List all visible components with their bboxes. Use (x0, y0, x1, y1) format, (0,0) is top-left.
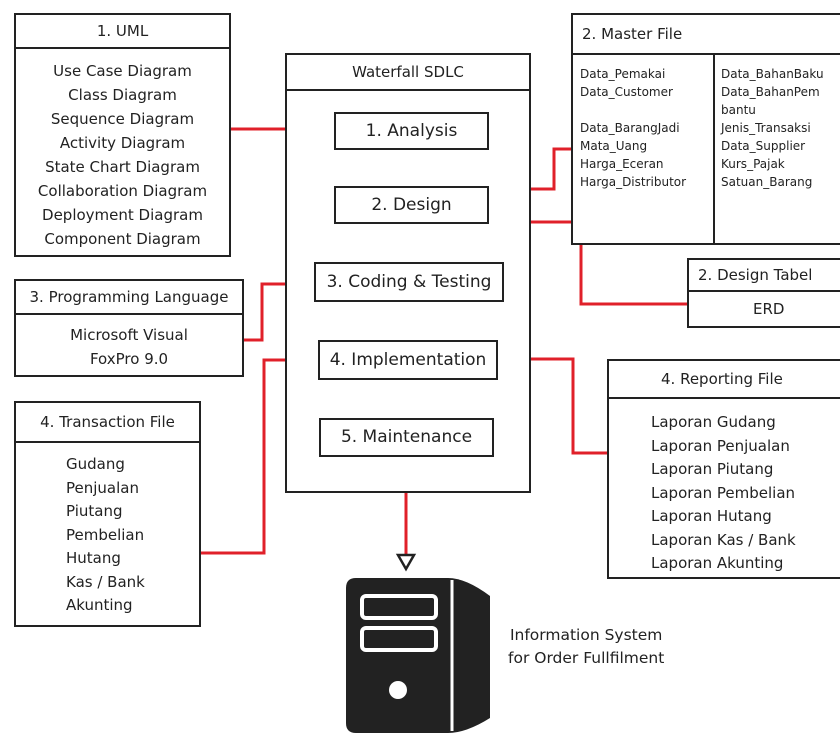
list-item: Kurs_Pajak (721, 157, 785, 171)
design-tabel-item: ERD (753, 300, 785, 318)
list-item: Gudang (66, 455, 125, 473)
uml-list: Use Case Diagram Class Diagram Sequence … (16, 49, 229, 251)
master-file-title: 2. Master File (573, 15, 840, 55)
connector-programming-coding (243, 282, 296, 342)
list-item: Data_BahanBaku (721, 67, 824, 81)
design-tabel-panel: 2. Design Tabel ERD (687, 258, 840, 328)
list-item: Data_Customer (580, 85, 673, 99)
list-item: FoxPro 9.0 (89, 350, 169, 368)
uml-title: 1. UML (16, 15, 229, 49)
list-item: Data_BahanPem (721, 85, 820, 99)
list-item: Penjualan (66, 478, 139, 497)
list-item: Laporan Hutang (651, 507, 772, 525)
master-file-panel: 2. Master File Data_Pemakai Data_Custome… (571, 13, 840, 245)
list-item: Akunting (66, 596, 133, 614)
server-icon (346, 578, 490, 733)
list-item (580, 101, 686, 119)
list-item: Jenis_Transaksi (721, 121, 811, 135)
list-item: Component Diagram (44, 230, 201, 248)
master-file-divider (713, 55, 715, 243)
list-item: Microsoft Visual (70, 326, 188, 344)
step-coding-testing: 3. Coding & Testing (314, 262, 504, 302)
connector-transaction-implementation (200, 358, 298, 555)
reporting-list: Laporan Gudang Laporan Penjualan Laporan… (609, 399, 840, 576)
list-item: Laporan Penjualan (651, 436, 790, 455)
list-item: Laporan Akunting (651, 554, 784, 572)
step-maintenance: 5. Maintenance (319, 418, 494, 457)
system-caption-line1: Information System (509, 626, 663, 644)
programming-title: 3. Programming Language (16, 281, 242, 315)
master-file-col1: Data_Pemakai Data_Customer Data_BarangJa… (580, 65, 686, 191)
list-item: Pembelian (66, 525, 145, 544)
reporting-title: 4. Reporting File (609, 361, 840, 399)
list-item: Harga_Distributor (580, 175, 687, 189)
list-item: bantu (721, 103, 756, 117)
list-item: Satuan_Barang (721, 175, 813, 189)
reporting-panel: 4. Reporting File Laporan Gudang Laporan… (607, 359, 840, 579)
connector-master-design (508, 147, 577, 191)
list-item: State Chart Diagram (45, 158, 200, 176)
list-item: Data_Supplier (721, 139, 806, 153)
list-item: Data_BarangJadi (580, 121, 680, 135)
list-item: Collaboration Diagram (37, 182, 208, 200)
list-item: Use Case Diagram (53, 62, 192, 80)
programming-panel: 3. Programming Language Microsoft Visual… (14, 279, 244, 377)
list-item: Laporan Kas / Bank (651, 530, 796, 549)
list-item: Mata_Uang (580, 139, 648, 153)
transaction-list: Gudang Penjualan Piutang Pembelian Hutan… (16, 443, 199, 618)
list-item: Data_Pemakai (580, 67, 666, 81)
list-item: Harga_Eceran (580, 157, 664, 171)
step-design: 2. Design (334, 186, 489, 224)
list-item: Class Diagram (68, 86, 177, 104)
system-caption-line2: for Order Fullfilment (508, 649, 665, 667)
transaction-panel: 4. Transaction File Gudang Penjualan Piu… (14, 401, 201, 627)
list-item: Laporan Pembelian (651, 483, 796, 502)
list-item: Activity Diagram (59, 134, 186, 152)
list-item: Deployment Diagram (42, 206, 203, 224)
connector-reporting-implementation (520, 357, 608, 455)
step-implementation: 4. Implementation (318, 340, 498, 380)
connector-designtabel-design (508, 220, 687, 306)
step-analysis: 1. Analysis (334, 112, 489, 150)
master-file-col2: Data_BahanBaku Data_BahanPem bantu Jenis… (721, 65, 824, 191)
list-item: Sequence Diagram (50, 110, 195, 128)
list-item: Laporan Piutang (651, 460, 774, 478)
list-item: Laporan Gudang (651, 413, 776, 431)
list-item: Piutang (66, 502, 123, 520)
design-tabel-title: 2. Design Tabel (689, 260, 840, 292)
list-item: Hutang (66, 549, 121, 567)
uml-panel: 1. UML Use Case Diagram Class Diagram Se… (14, 13, 231, 257)
sdlc-title: Waterfall SDLC (287, 55, 529, 91)
programming-list: Microsoft Visual FoxPro 9.0 (16, 315, 242, 371)
system-caption: Information System for Order Fullfilment (508, 624, 664, 670)
list-item: Kas / Bank (66, 572, 145, 591)
transaction-title: 4. Transaction File (16, 403, 199, 443)
arrowhead-system (395, 553, 417, 572)
